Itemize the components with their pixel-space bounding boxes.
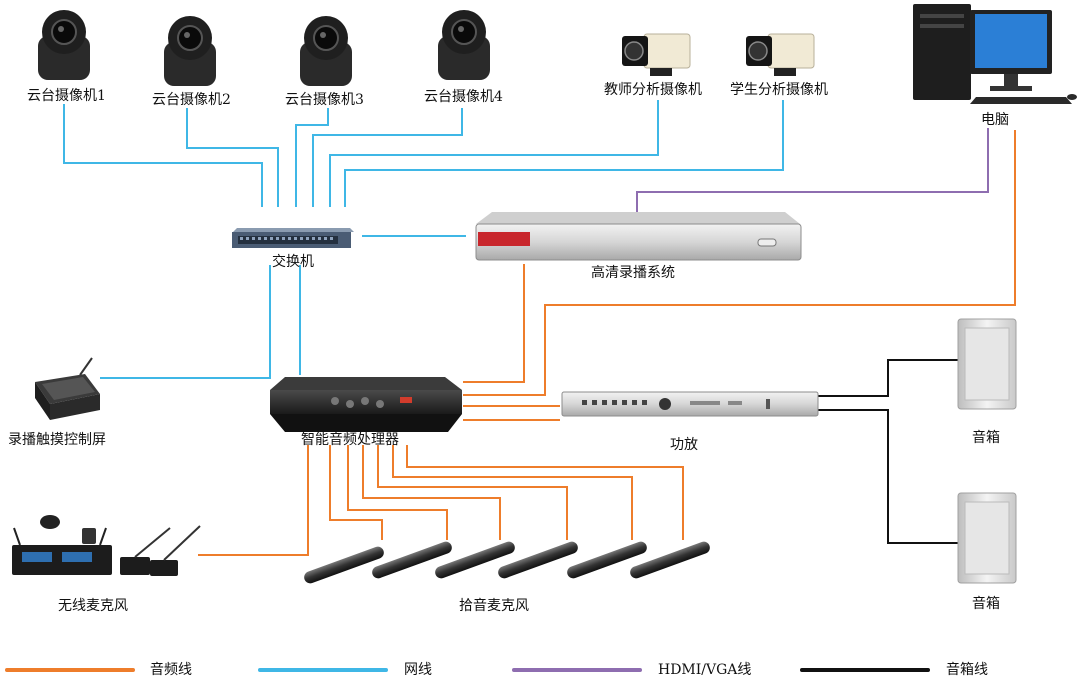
label-touch-panel: 录播触摸控制屏 — [8, 432, 106, 448]
legend-speaker-line — [800, 668, 930, 672]
label-recorder: 高清录播系统 — [591, 265, 675, 281]
label-pickup-mics: 拾音麦克风 — [459, 598, 529, 614]
legend-audio-label: 音频线 — [150, 662, 192, 678]
label-audio-processor: 智能音频处理器 — [301, 432, 399, 448]
legend-speaker-label: 音箱线 — [946, 662, 988, 678]
speaker-bottom — [957, 492, 1017, 584]
network-switch — [232, 228, 354, 248]
legend-network-label: 网线 — [404, 662, 432, 678]
pickup-mics — [304, 541, 710, 584]
ptz-camera-3 — [300, 16, 352, 86]
label-teacher-camera: 教师分析摄像机 — [604, 82, 702, 98]
legend-audio-line — [5, 668, 135, 672]
ptz-camera-2 — [164, 16, 216, 86]
label-ptz-camera-3: 云台摄像机3 — [285, 92, 364, 108]
amplifier — [561, 391, 819, 417]
wireless-mic-set — [12, 515, 201, 576]
touch-panel — [35, 357, 100, 420]
label-speaker-top: 音箱 — [972, 430, 1000, 446]
label-speaker-bottom: 音箱 — [972, 596, 1000, 612]
label-switch: 交换机 — [272, 254, 314, 270]
label-ptz-camera-2: 云台摄像机2 — [152, 92, 231, 108]
audio-processor — [270, 377, 462, 432]
speaker-top — [957, 318, 1017, 410]
label-ptz-camera-4: 云台摄像机4 — [424, 89, 503, 105]
audio-lines — [198, 130, 1016, 556]
hdmi-line — [636, 128, 989, 213]
student-camera — [746, 33, 815, 76]
label-wireless-mic: 无线麦克风 — [58, 598, 128, 614]
network-lines — [63, 100, 784, 379]
speaker-lines — [818, 359, 958, 544]
label-computer: 电脑 — [981, 112, 1009, 128]
legend-hdmi-label: HDMI/VGA线 — [658, 662, 752, 678]
label-amplifier: 功放 — [670, 437, 698, 453]
ptz-camera-4 — [438, 10, 490, 80]
label-ptz-camera-1: 云台摄像机1 — [27, 88, 106, 104]
hd-recorder — [475, 212, 802, 261]
ptz-camera-1 — [38, 10, 90, 80]
legend-network-line — [258, 668, 388, 672]
legend-hdmi-line — [512, 668, 642, 672]
teacher-camera — [622, 33, 691, 76]
computer — [913, 4, 1077, 104]
label-student-camera: 学生分析摄像机 — [730, 82, 828, 98]
